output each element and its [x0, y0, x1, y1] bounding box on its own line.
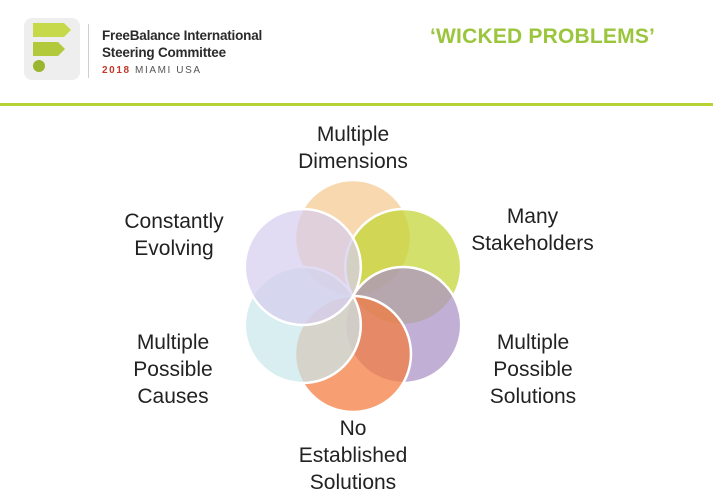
organization-name: FreeBalance International Steering Commi… — [102, 27, 262, 61]
label-line: Multiple — [496, 331, 570, 354]
label-line: Constantly — [124, 210, 224, 233]
label-line: No — [339, 417, 367, 440]
label-multiple-possible-solutions: Multiple Possible Solutions — [472, 329, 594, 410]
label-many-stakeholders: Many Stakeholders — [455, 203, 610, 257]
event-place: MIAMI USA — [135, 65, 202, 76]
label-line: Solutions — [489, 385, 577, 408]
event-info: 2018 MIAMI USA — [102, 65, 202, 76]
event-year: 2018 — [102, 65, 131, 76]
label-multiple-possible-causes: Multiple Possible Causes — [113, 329, 233, 410]
slide-title: ‘WICKED PROBLEMS’ — [430, 25, 656, 48]
label-line: Stakeholders — [471, 232, 594, 255]
header-rule — [0, 103, 713, 106]
freebalance-logo-icon — [24, 18, 80, 80]
label-line: Multiple — [316, 123, 390, 146]
header-divider — [88, 24, 89, 78]
petal-circle-evolving — [243, 207, 363, 327]
petal-layer — [243, 178, 463, 414]
label-line: Evolving — [134, 237, 214, 260]
header: FreeBalance International Steering Commi… — [0, 0, 713, 104]
label-no-established-solutions: No Established Solutions — [282, 415, 424, 496]
label-line: Possible — [493, 358, 573, 381]
org-line-1: FreeBalance International — [102, 28, 263, 43]
label-line: Established — [298, 444, 408, 467]
label-line: Solutions — [309, 471, 397, 494]
org-line-2: Steering Committee — [102, 45, 226, 60]
label-constantly-evolving: Constantly Evolving — [104, 208, 244, 262]
label-line: Dimensions — [298, 150, 408, 173]
label-line: Many — [506, 205, 559, 228]
label-line: Causes — [137, 385, 209, 408]
label-multiple-dimensions: Multiple Dimensions — [283, 121, 423, 175]
label-line: Multiple — [136, 331, 210, 354]
label-line: Possible — [133, 358, 213, 381]
